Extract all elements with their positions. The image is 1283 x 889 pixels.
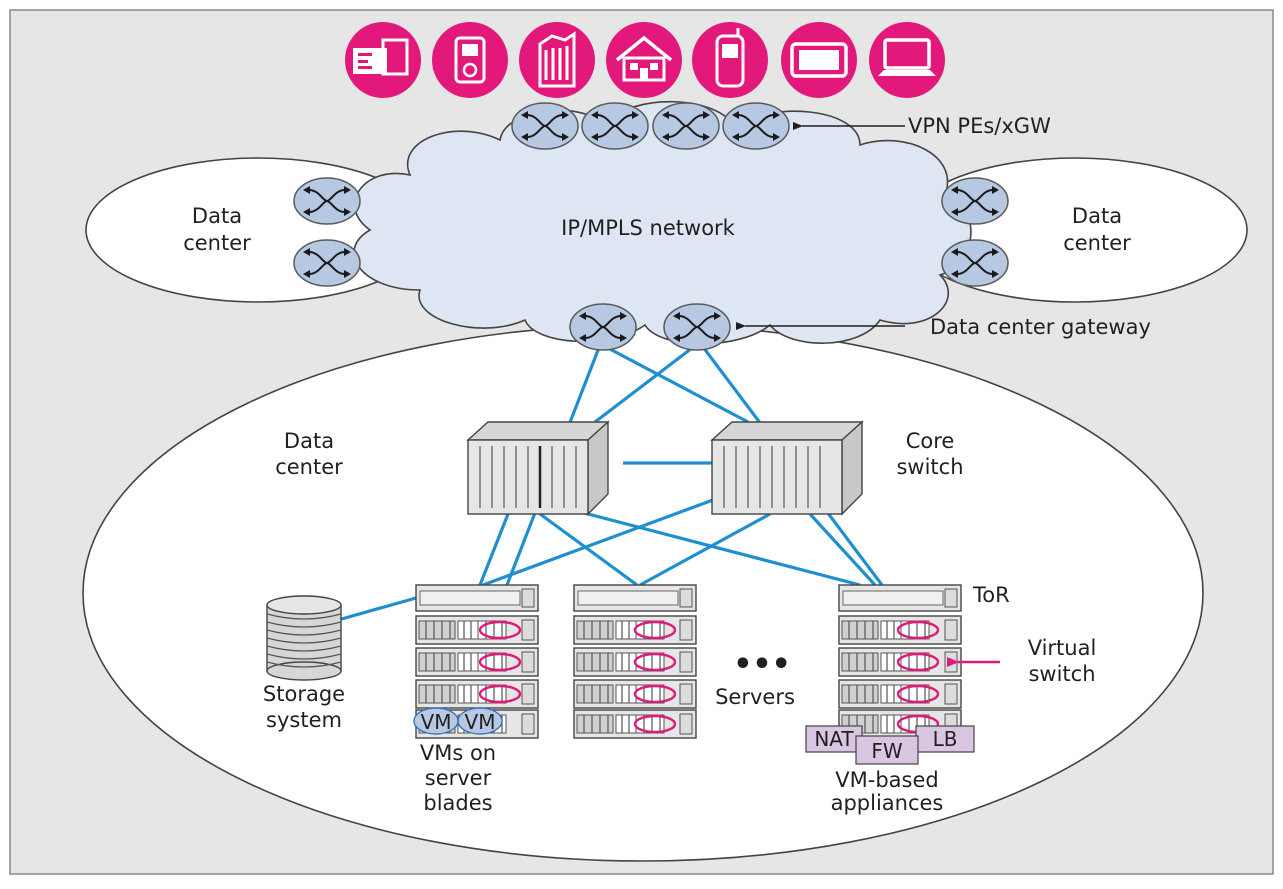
server-blade xyxy=(838,615,962,645)
more-servers-ellipsis: ••• xyxy=(733,647,791,682)
virtual-switch-icon xyxy=(896,620,940,640)
core-switch-right xyxy=(710,420,864,516)
appliances-label-line1: VM-based xyxy=(835,768,938,792)
house-icon xyxy=(606,22,682,98)
appliances-label-line2: appliances xyxy=(831,791,944,815)
tv-screen-icon xyxy=(781,22,857,98)
vpn-pe-router-icon xyxy=(581,102,649,150)
tor-switch xyxy=(838,584,962,612)
main-datacenter-label-line2: center xyxy=(275,455,343,479)
mobile-phone-icon xyxy=(692,22,768,98)
vm-label: VM xyxy=(465,710,496,734)
vpn-pe-router-icon xyxy=(722,102,790,150)
tor-switch xyxy=(573,584,697,612)
media-player-icon xyxy=(432,22,508,98)
virtual-switch-icon xyxy=(633,620,677,640)
right-edge-router-icon xyxy=(941,239,1009,287)
vpn-pe-router-icon xyxy=(652,102,720,150)
right-datacenter-label-line1: Data xyxy=(1072,204,1122,228)
vm-bubble xyxy=(457,707,503,735)
right-edge-router-icon xyxy=(941,177,1009,225)
core-switch-label-line1: Core xyxy=(906,429,955,453)
virtual-switch-icon xyxy=(633,652,677,672)
fw-appliance-box xyxy=(855,735,919,765)
left-edge-router-icon xyxy=(293,177,361,225)
ip-mpls-label: IP/MPLS network xyxy=(561,216,736,240)
virtual-switch-label-line2: switch xyxy=(1028,662,1095,686)
gateway-router-icon xyxy=(569,303,637,351)
virtual-switch-icon xyxy=(896,652,940,672)
storage-system-icon xyxy=(266,595,342,681)
virtual-switch-icon xyxy=(633,684,677,704)
virtual-switch-icon xyxy=(896,684,940,704)
device-icons xyxy=(345,22,945,98)
nat-appliance-box xyxy=(805,725,863,753)
fw-label: FW xyxy=(871,739,903,763)
tor-label: ToR xyxy=(972,583,1010,607)
gateway-router-icon xyxy=(663,303,731,351)
vpn-pe-label: VPN PEs/xGW xyxy=(908,114,1051,138)
vpn-pe-router-icon xyxy=(511,102,579,150)
virtual-switch-icon xyxy=(633,714,677,734)
server-blade xyxy=(838,647,962,677)
lb-label: LB xyxy=(933,727,958,751)
gateway-label: Data center gateway xyxy=(930,315,1151,339)
server-blade xyxy=(838,679,962,709)
virtual-switch-icon xyxy=(478,620,522,640)
left-datacenter-label-line2: center xyxy=(183,231,251,255)
office-building-icon xyxy=(519,22,595,98)
server-rack-3 xyxy=(838,584,962,739)
vms-label-line1: VMs on xyxy=(420,741,496,765)
right-datacenter-label-line2: center xyxy=(1063,231,1131,255)
nat-label: NAT xyxy=(814,727,854,751)
vm-label: VM xyxy=(421,710,452,734)
core-switch-left xyxy=(466,420,610,516)
left-datacenter-label-line1: Data xyxy=(192,204,242,228)
server-rack-1 xyxy=(413,584,539,739)
servers-label: Servers xyxy=(715,685,795,709)
vms-label-line3: blades xyxy=(423,791,492,815)
core-switch-label-line2: switch xyxy=(896,455,963,479)
lb-appliance-box xyxy=(915,725,975,753)
virtual-switch-label-line1: Virtual xyxy=(1028,636,1097,660)
virtual-switch-icon xyxy=(478,652,522,672)
laptop-icon xyxy=(869,22,945,98)
vms-label-line2: server xyxy=(425,766,492,790)
fax-machine-icon xyxy=(345,22,421,98)
main-datacenter-label-line1: Data xyxy=(284,429,334,453)
virtual-switch-icon xyxy=(478,684,522,704)
tor-switch xyxy=(415,584,539,612)
server-rack-2 xyxy=(573,584,697,739)
storage-label-line1: Storage xyxy=(263,682,345,706)
left-edge-router-icon xyxy=(293,239,361,287)
storage-label-line2: system xyxy=(266,708,342,732)
